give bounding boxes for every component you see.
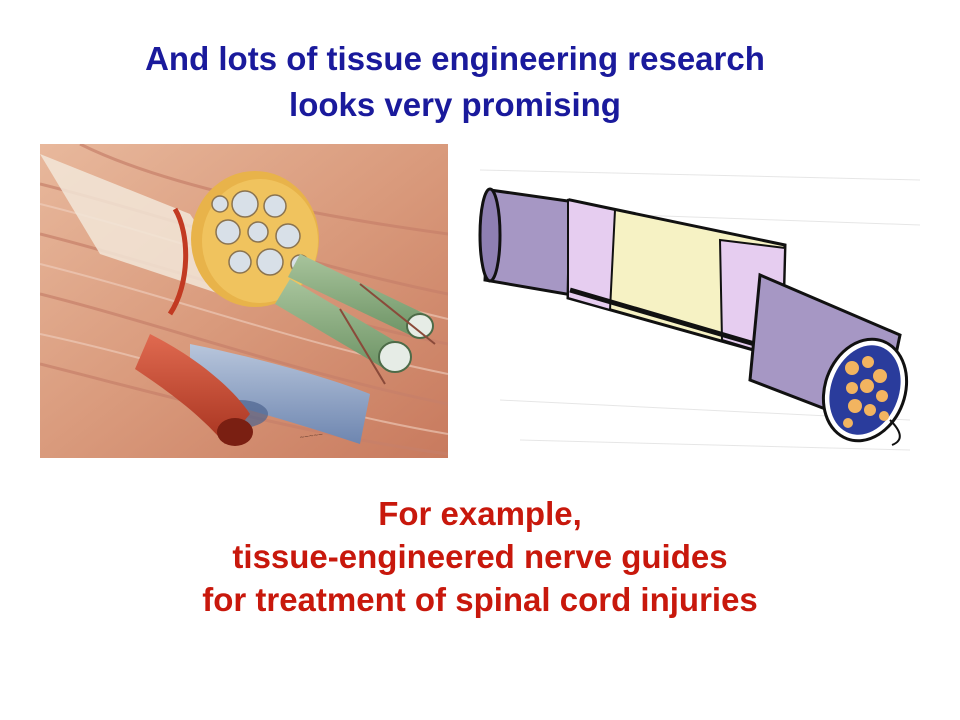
caption-line-3: for treatment of spinal cord injuries	[202, 581, 758, 618]
title-line-2: looks very promising	[289, 86, 621, 123]
nerve-anatomy-illustration-icon: ~~~~~	[40, 144, 448, 458]
svg-text:~~~~~: ~~~~~	[299, 430, 324, 442]
caption-line-1: For example,	[378, 495, 582, 532]
caption-line-2: tissue-engineered nerve guides	[232, 538, 728, 575]
slide-caption: For example, tissue-engineered nerve gui…	[60, 492, 900, 621]
nerve-guide-conduit-illustration-icon	[460, 140, 930, 460]
slide-title: And lots of tissue engineering research …	[0, 36, 910, 128]
title-line-1: And lots of tissue engineering research	[145, 40, 765, 77]
